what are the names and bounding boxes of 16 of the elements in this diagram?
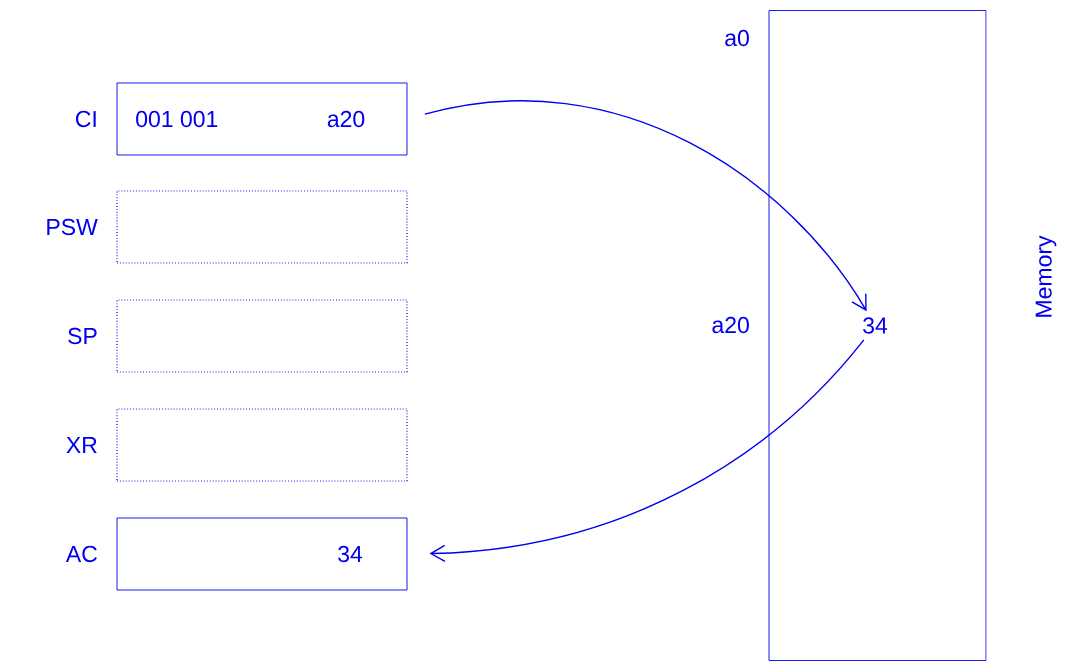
register-label: AC [65,545,97,563]
arrow [429,339,865,562]
register-label: XR [66,437,97,453]
empty-register-box [116,190,408,264]
memory-value: 34 [863,317,888,334]
address-label: a0 [725,29,749,47]
register-box: 001 001 a20 [116,82,408,156]
arrow [424,100,867,312]
register-label: SP [68,327,97,345]
address-label: a20 [712,316,749,334]
empty-register-box [116,299,408,373]
empty-register-box [116,408,408,482]
register-box: 34 [116,517,408,591]
register-label: CI [75,110,96,128]
node-label: Memory [1035,235,1057,317]
register-label: PSW [47,218,98,236]
